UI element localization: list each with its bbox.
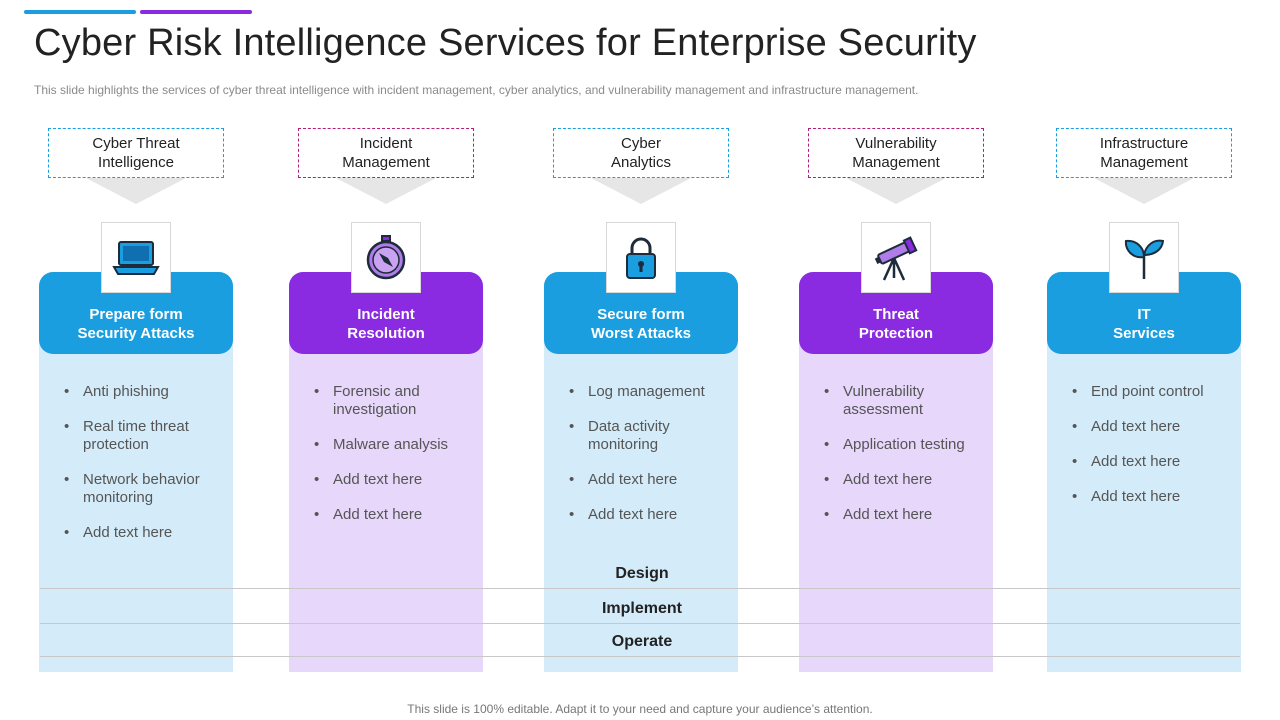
- column-heading: IT Services: [1113, 306, 1175, 342]
- list-item: End point control: [1072, 383, 1227, 401]
- accent-bar-purple: [140, 10, 252, 14]
- chevron-down-icon: [1094, 178, 1194, 204]
- slide-title: Cyber Risk Intelligence Services for Ent…: [34, 22, 977, 64]
- service-column-vulnerability-management: Vulnerability Management Threat Protecti…: [799, 0, 993, 720]
- phase-label-design: Design: [615, 565, 669, 582]
- divider: [40, 656, 1240, 657]
- list-item: Forensic and investigation: [314, 383, 469, 419]
- lock-icon: [606, 222, 676, 293]
- service-label-box: Cyber Analytics: [553, 128, 729, 178]
- list-item: Log management: [569, 383, 724, 401]
- list-item: Application testing: [824, 436, 979, 454]
- divider: [40, 623, 1240, 624]
- list-item: Add text here: [64, 524, 219, 542]
- column-heading: Prepare form Security Attacks: [77, 306, 195, 342]
- service-label: Infrastructure Management: [1099, 135, 1189, 171]
- list-item: Add text here: [824, 506, 979, 524]
- column-heading-box: IT Services: [1047, 272, 1241, 354]
- column-heading: Threat Protection: [858, 306, 934, 342]
- list-item: Add text here: [1072, 488, 1227, 506]
- list-item: Vulnerability assessment: [824, 383, 979, 419]
- list-item: Network behavior monitoring: [64, 471, 219, 507]
- service-label: Incident Management: [342, 135, 430, 171]
- list-item: Add text here: [569, 471, 724, 489]
- service-column-infrastructure-management: Infrastructure Management IT Services En…: [1047, 0, 1241, 720]
- chevron-down-icon: [846, 178, 946, 204]
- chevron-down-icon: [86, 178, 186, 204]
- column-heading: Incident Resolution: [347, 306, 425, 342]
- list-item: Add text here: [314, 471, 469, 489]
- chevron-down-icon: [591, 178, 691, 204]
- list-item: Data activity monitoring: [569, 418, 724, 454]
- service-column-cyber-threat-intelligence: Cyber Threat Intelligence Prepare form S…: [39, 0, 233, 720]
- service-label: Cyber Analytics: [610, 135, 672, 171]
- telescope-icon: [861, 222, 931, 293]
- plant-icon: [1109, 222, 1179, 293]
- list-item: Add text here: [1072, 418, 1227, 436]
- column-heading-box: Prepare form Security Attacks: [39, 272, 233, 354]
- list-item: Anti phishing: [64, 383, 219, 401]
- phase-label-implement: Implement: [601, 600, 682, 617]
- service-column-cyber-analytics: Cyber Analytics Secure form Worst Attack…: [544, 0, 738, 720]
- bullet-list: End point control Add text here Add text…: [1047, 383, 1241, 523]
- service-label-box: Vulnerability Management: [808, 128, 984, 178]
- chevron-down-icon: [336, 178, 436, 204]
- service-column-incident-management: Incident Management Incident Resolution …: [289, 0, 483, 720]
- bullet-list: Anti phishing Real time threat protectio…: [39, 383, 233, 559]
- service-label-box: Incident Management: [298, 128, 474, 178]
- list-item: Add text here: [569, 506, 724, 524]
- laptop-icon: [101, 222, 171, 293]
- column-heading: Secure form Worst Attacks: [590, 306, 692, 342]
- list-item: Real time threat protection: [64, 418, 219, 454]
- slide-footer: This slide is 100% editable. Adapt it to…: [407, 702, 873, 716]
- phase-label-operate: Operate: [611, 633, 673, 650]
- list-item: Add text here: [1072, 453, 1227, 471]
- list-item: Add text here: [314, 506, 469, 524]
- compass-icon: [351, 222, 421, 293]
- service-label: Cyber Threat Intelligence: [92, 135, 180, 171]
- bullet-list: Log management Data activity monitoring …: [544, 383, 738, 541]
- bullet-list: Vulnerability assessment Application tes…: [799, 383, 993, 541]
- list-item: Malware analysis: [314, 436, 469, 454]
- list-item: Add text here: [824, 471, 979, 489]
- service-label-box: Infrastructure Management: [1056, 128, 1232, 178]
- service-label: Vulnerability Management: [852, 135, 940, 171]
- service-label-box: Cyber Threat Intelligence: [48, 128, 224, 178]
- accent-bar-blue: [24, 10, 136, 14]
- divider: [40, 588, 1240, 589]
- slide-subtitle: This slide highlights the services of cy…: [34, 83, 919, 97]
- bullet-list: Forensic and investigation Malware analy…: [289, 383, 483, 541]
